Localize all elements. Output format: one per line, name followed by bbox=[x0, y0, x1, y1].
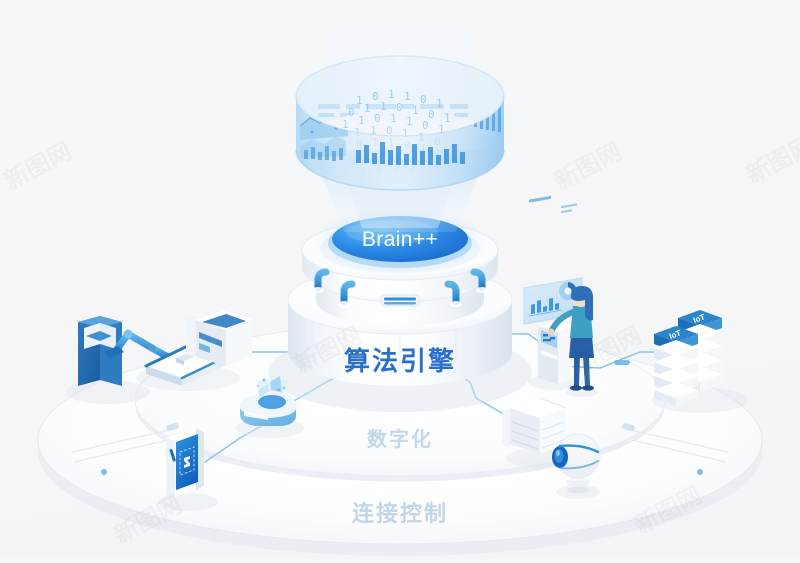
svg-text:1: 1 bbox=[364, 102, 371, 115]
node-iot-rack-front: IoT bbox=[654, 326, 698, 406]
svg-text:0: 0 bbox=[374, 112, 381, 125]
svg-text:1: 1 bbox=[412, 104, 419, 117]
person-hair bbox=[570, 286, 594, 321]
svg-text:1: 1 bbox=[404, 90, 411, 103]
scan-frame bbox=[179, 446, 195, 476]
svg-text:1: 1 bbox=[406, 115, 413, 128]
person-leg bbox=[583, 356, 590, 386]
svg-text:1: 1 bbox=[342, 118, 349, 131]
ring-label-connect: 连接控制 bbox=[352, 501, 448, 527]
dashboard-legend bbox=[561, 203, 577, 214]
data-cylinder: 101 101 011 010 1 110 110 1 011 011 0 10… bbox=[295, 55, 505, 191]
platform-connector-arms bbox=[314, 268, 486, 306]
robot-arm-shadow bbox=[66, 380, 150, 404]
svg-text:0: 0 bbox=[428, 108, 435, 121]
iot-rack-label: IoT bbox=[692, 312, 707, 325]
node-conveyor-machine bbox=[136, 310, 252, 391]
svg-text:1: 1 bbox=[380, 100, 387, 113]
person-skirt bbox=[569, 336, 594, 358]
dashboard-bar-chart bbox=[531, 298, 559, 314]
svg-text:0: 0 bbox=[372, 90, 379, 103]
cylinder-top-rim bbox=[296, 56, 504, 136]
svg-text:0: 0 bbox=[348, 106, 355, 119]
svg-text:0: 0 bbox=[420, 93, 427, 106]
scan-icon bbox=[184, 456, 190, 468]
smartphone-side-button bbox=[169, 449, 176, 462]
person-shoe bbox=[582, 385, 594, 391]
base-guide-lines bbox=[71, 429, 729, 463]
svg-text:0: 0 bbox=[386, 124, 393, 137]
iot-rack-label: IoT bbox=[668, 328, 683, 341]
node-scanner-pod bbox=[236, 376, 304, 438]
person-hand bbox=[547, 328, 555, 336]
kiosk-panel-buttons bbox=[543, 334, 555, 342]
robot-arm-joint bbox=[148, 344, 156, 352]
node-camera-dome bbox=[552, 433, 601, 499]
camera-band bbox=[558, 444, 600, 454]
svg-text:1: 1 bbox=[370, 124, 377, 137]
svg-text:0: 0 bbox=[422, 119, 429, 132]
platform-indicator bbox=[380, 294, 420, 307]
node-smartphone-scan bbox=[158, 428, 218, 511]
robot-arm-joint bbox=[123, 329, 133, 339]
svg-text:1: 1 bbox=[402, 127, 409, 140]
svg-text:1: 1 bbox=[388, 88, 395, 101]
person-leg bbox=[574, 356, 580, 386]
svg-text:1: 1 bbox=[390, 112, 397, 125]
svg-text:1: 1 bbox=[436, 97, 443, 110]
person-shoe bbox=[570, 385, 582, 391]
svg-text:1: 1 bbox=[358, 114, 365, 127]
cylinder-back-face bbox=[296, 56, 504, 150]
node-iot-racks: IoT bbox=[652, 310, 748, 413]
dashboard-title-bars bbox=[529, 195, 551, 203]
person-arm bbox=[549, 309, 576, 333]
svg-text:1: 1 bbox=[444, 112, 451, 125]
warehouse-door-frame bbox=[502, 409, 510, 448]
machine-accent-top bbox=[202, 314, 246, 328]
svg-text:0: 0 bbox=[396, 101, 403, 114]
base-guide-caps bbox=[166, 423, 635, 431]
node-warehouse bbox=[502, 397, 574, 468]
svg-text:1: 1 bbox=[356, 94, 363, 107]
warehouse-shelves bbox=[511, 421, 539, 450]
svg-text:1: 1 bbox=[438, 123, 445, 136]
node-operator-person bbox=[547, 286, 598, 397]
platform-label: 算法引擎 bbox=[344, 346, 456, 377]
platform-connector-arm-bases bbox=[312, 287, 488, 307]
brand-label: Brain++ bbox=[362, 228, 438, 251]
iot-rack-front-units bbox=[654, 340, 698, 406]
ring-label-digital: 数字化 bbox=[367, 427, 433, 451]
node-robot-arm bbox=[66, 316, 178, 404]
